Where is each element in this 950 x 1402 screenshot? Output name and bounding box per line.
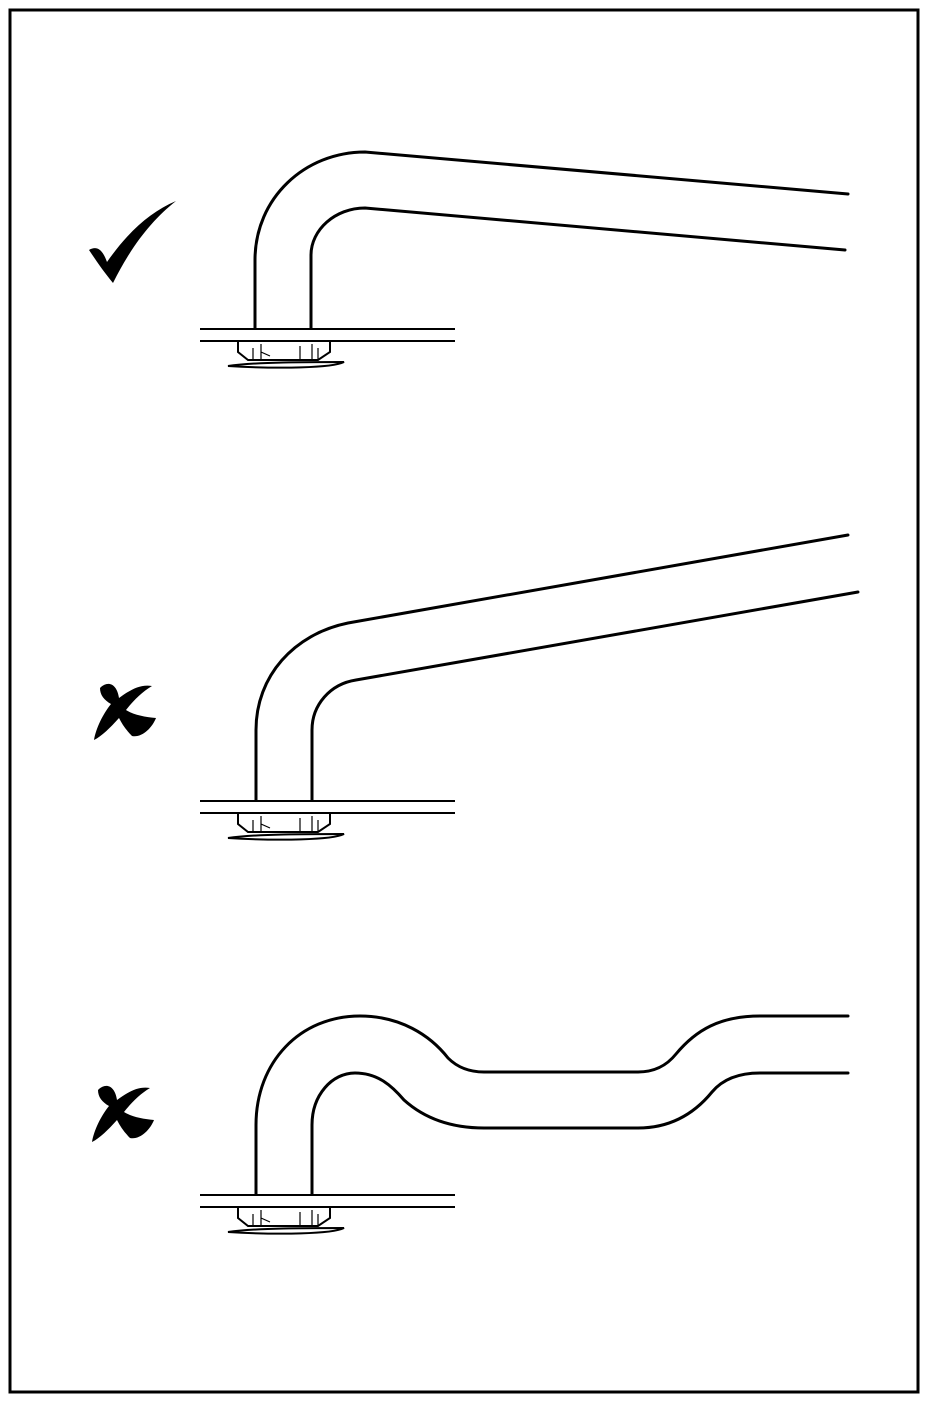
pipe xyxy=(255,152,848,328)
grommet xyxy=(238,342,330,360)
panel-wrong-dip xyxy=(92,1016,848,1234)
grommet xyxy=(238,1208,330,1226)
panel-correct xyxy=(89,152,848,368)
pipe-inner-wall xyxy=(312,592,858,800)
fitting xyxy=(200,329,455,368)
cross-mark-icon xyxy=(92,1086,154,1142)
pipe-outer-wall xyxy=(256,1016,848,1194)
bottom-flange xyxy=(228,834,344,840)
cross-mark-icon xyxy=(94,684,156,740)
grommet-detail xyxy=(253,1210,318,1226)
bottom-flange xyxy=(228,1228,344,1234)
fitting xyxy=(200,801,455,840)
pipe xyxy=(256,535,858,800)
pipe xyxy=(256,1016,848,1194)
check-mark-icon xyxy=(89,201,176,283)
bottom-flange xyxy=(228,362,344,368)
fitting xyxy=(200,1195,455,1234)
grommet-detail xyxy=(253,344,318,360)
grommet-detail xyxy=(253,816,318,832)
pipe-outer-wall xyxy=(255,152,848,328)
grommet xyxy=(238,814,330,832)
pipe-inner-wall xyxy=(311,208,845,328)
pipe-inner-wall xyxy=(312,1073,848,1194)
panel-wrong-upward xyxy=(94,535,858,840)
pipe-outer-wall xyxy=(256,535,848,800)
